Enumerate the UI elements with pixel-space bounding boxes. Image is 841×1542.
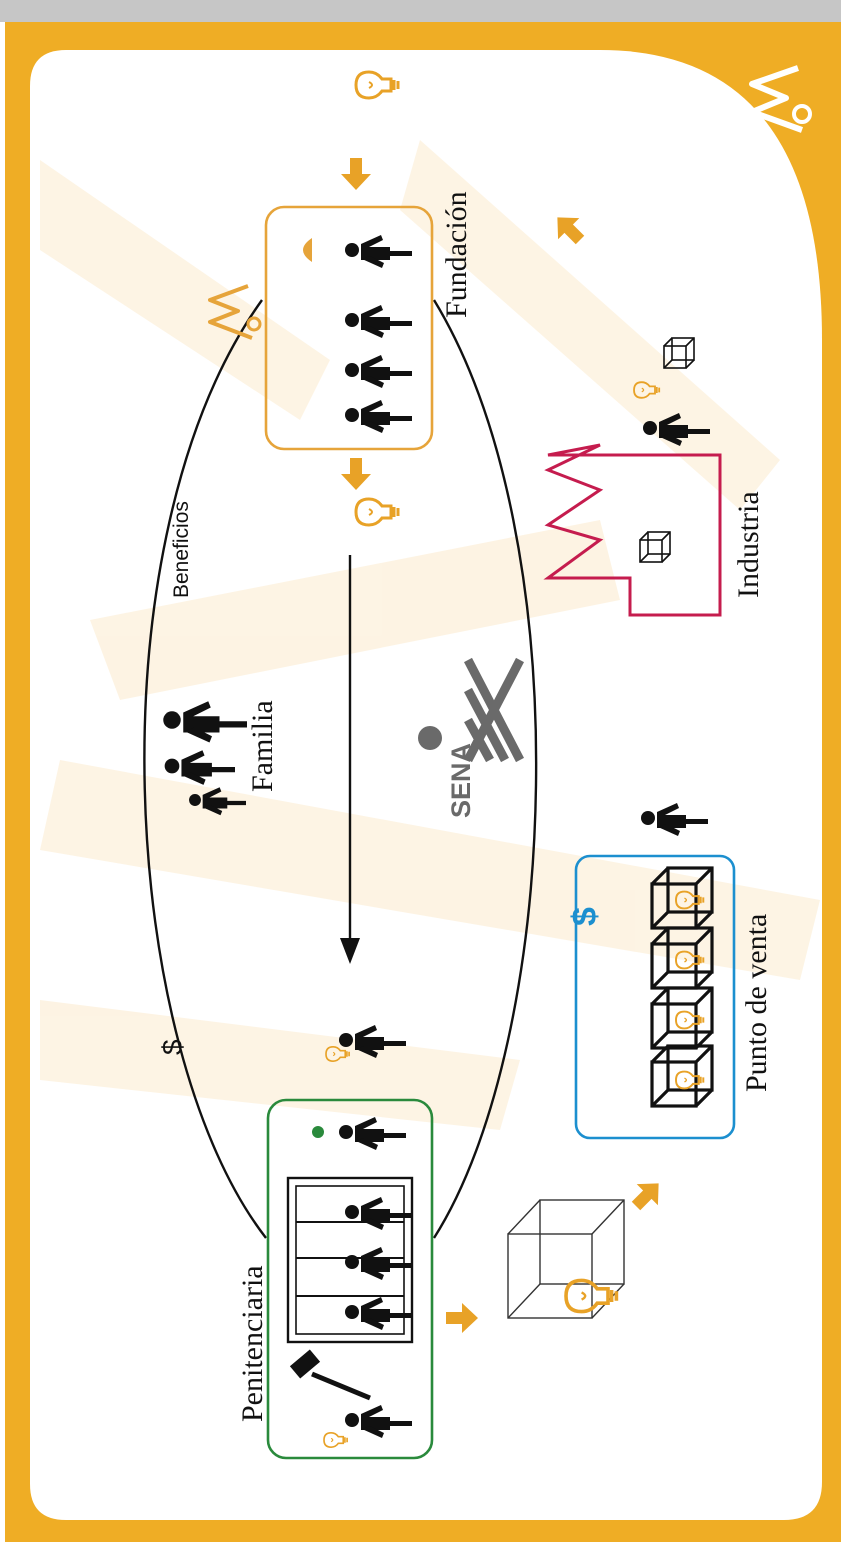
industria-label: Industria bbox=[732, 491, 765, 598]
green-cap bbox=[312, 1126, 324, 1138]
jail-icon bbox=[286, 1176, 414, 1344]
left-curve bbox=[143, 299, 267, 1239]
right-curve bbox=[432, 299, 538, 1239]
dollar-blue: $ bbox=[566, 907, 604, 926]
punto-venta-box bbox=[574, 854, 736, 1140]
hard-hat bbox=[303, 238, 312, 262]
svg-text:SENA: SENA bbox=[446, 743, 476, 818]
penitenciaria-box bbox=[266, 1098, 434, 1460]
fundacion-box bbox=[264, 205, 434, 451]
central-arrow-head bbox=[340, 938, 360, 964]
beneficios-label: Beneficios bbox=[170, 501, 193, 598]
foundation-logo-corner bbox=[749, 65, 812, 133]
dollar-black: $ bbox=[157, 1039, 188, 1055]
top-bar bbox=[0, 0, 841, 22]
sena-logo: SENA bbox=[418, 657, 524, 818]
factory-icon bbox=[543, 443, 722, 617]
familia-label: Familia bbox=[246, 700, 279, 792]
white-panel bbox=[30, 50, 822, 1520]
fundacion-label: Fundación bbox=[440, 191, 473, 318]
product-cube bbox=[507, 1199, 625, 1319]
foundation-logo bbox=[208, 284, 262, 340]
punto-de-venta-label: Punto de venta bbox=[740, 914, 773, 1092]
gavel-icon bbox=[289, 1349, 371, 1401]
watermark bbox=[40, 140, 820, 1130]
penitenciaria-label: Penitenciaria bbox=[236, 1265, 269, 1422]
